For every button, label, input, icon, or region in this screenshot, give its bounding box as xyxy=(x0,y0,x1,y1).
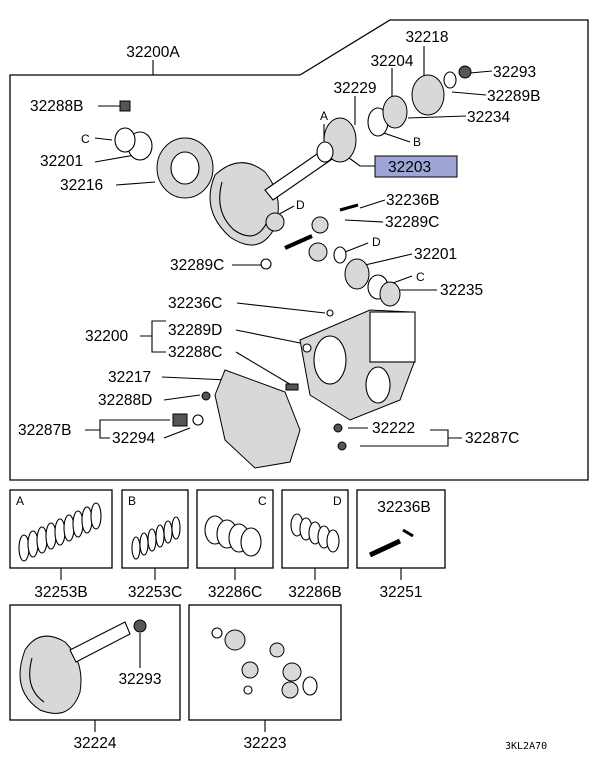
pin-small xyxy=(402,528,414,538)
kit-box-a: A 32253B xyxy=(9,489,113,601)
side-gear-1 xyxy=(265,212,285,232)
leader-lines xyxy=(85,46,493,447)
label-32293-top: 32293 xyxy=(493,64,536,81)
label-32234: 32234 xyxy=(467,109,510,126)
label-32288d: 32288D xyxy=(98,392,152,409)
label-32289c-right: 32289C xyxy=(385,214,439,231)
label-32289c-left: 32289C xyxy=(170,257,224,274)
label-32216: 32216 xyxy=(60,177,103,194)
label-32222: 32222 xyxy=(372,420,415,437)
flange-32218 xyxy=(411,74,445,116)
ref-d-mid: D xyxy=(372,235,381,249)
label-32217: 32217 xyxy=(108,369,151,386)
kit-b-letter: B xyxy=(128,494,136,508)
ref-c-mid: C xyxy=(416,270,425,284)
kit-pins-label: 32236B xyxy=(377,499,430,516)
label-32288b: 32288B xyxy=(30,98,83,115)
label-32200: 32200 xyxy=(85,328,128,345)
pinion-gear-1 xyxy=(308,242,328,262)
nut-set xyxy=(133,619,147,633)
ring-gear-set xyxy=(19,635,82,714)
kit-d-part: 32286B xyxy=(288,584,341,601)
kit-c-shims xyxy=(204,515,262,557)
label-32235: 32235 xyxy=(440,282,483,299)
kit-pins-part: 32251 xyxy=(379,584,422,601)
kit-b-shims xyxy=(131,516,181,560)
label-32289d: 32289D xyxy=(168,322,222,339)
kit-box-d: D 32286B xyxy=(281,489,349,601)
kit-c-part: 32286C xyxy=(208,584,262,601)
label-32294: 32294 xyxy=(112,430,155,447)
label-assembly: 32200A xyxy=(126,44,180,61)
label-32201-mid: 32201 xyxy=(414,246,457,263)
kit-a-shims xyxy=(18,502,102,562)
gear-set-parts xyxy=(211,627,318,699)
rear-cover xyxy=(214,369,301,469)
kit-c-letter: C xyxy=(258,494,267,508)
figure-code: 3KL2A70 xyxy=(505,741,547,752)
label-32218: 32218 xyxy=(405,29,448,46)
pinion-set xyxy=(69,621,131,663)
ref-c-top: C xyxy=(81,132,90,146)
bearing-32234 xyxy=(382,95,408,129)
label-32288c: 32288C xyxy=(168,344,222,361)
label-32201-top: 32201 xyxy=(40,153,83,170)
main-labels: 32200A 32218 32293 32204 32289B 32229 32… xyxy=(18,29,540,447)
kit-box-pins: 32236B 32251 xyxy=(356,489,446,601)
cross-shaft xyxy=(284,234,313,250)
part-drawings xyxy=(114,65,472,469)
label-32289b: 32289B xyxy=(487,88,540,105)
pin-long xyxy=(368,538,402,558)
kit-ring-part: 32224 xyxy=(73,735,116,752)
kit-d-shims xyxy=(290,513,340,553)
label-32236c: 32236C xyxy=(168,295,222,312)
label-32287c: 32287C xyxy=(465,430,519,447)
label-32204: 32204 xyxy=(370,53,413,70)
kit-gear-set-part: 32223 xyxy=(243,735,286,752)
kit-d-letter: D xyxy=(333,494,342,508)
kit-a-part: 32253B xyxy=(34,584,87,601)
ref-a-top: A xyxy=(320,109,328,123)
ref-d-top: D xyxy=(296,198,305,212)
side-gear-2 xyxy=(311,216,329,234)
highlight-32203 xyxy=(374,155,458,178)
kit-box-gear-set: 32223 xyxy=(188,604,342,752)
label-32203: 32203 xyxy=(388,159,431,176)
nut-32293 xyxy=(458,65,472,79)
ref-b-top: B xyxy=(413,135,421,149)
kit-box-c: C 32286C xyxy=(196,489,274,601)
kit-box-ring-pinion: 32293 32224 xyxy=(9,604,181,752)
kit-b-part: 32253C xyxy=(128,584,182,601)
label-32287b: 32287B xyxy=(18,422,71,439)
kit-a-letter: A xyxy=(16,494,24,508)
bolt-32288d xyxy=(201,391,211,401)
kit-box-b: B 32253C xyxy=(121,489,189,601)
bolt-32288b xyxy=(119,100,131,112)
label-32236b-top: 32236B xyxy=(386,192,439,209)
kit-ring-inner-label: 32293 xyxy=(118,671,161,688)
label-32229: 32229 xyxy=(333,80,376,97)
main-frame xyxy=(9,19,589,481)
